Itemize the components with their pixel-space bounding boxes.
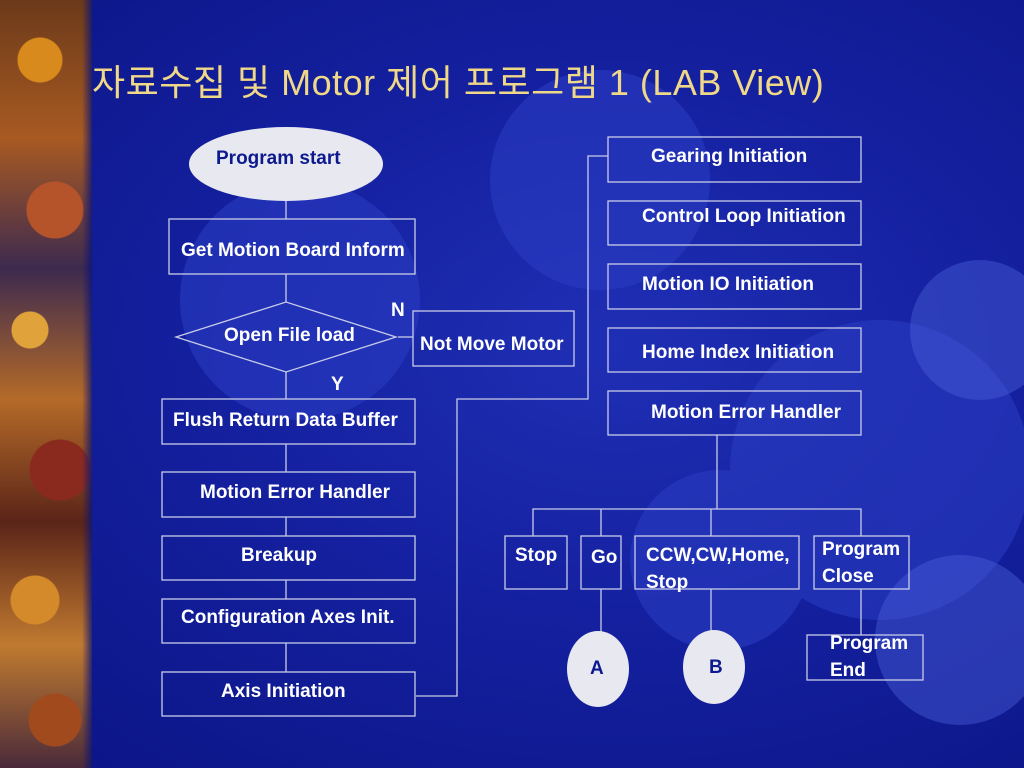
motion-io-init-label: Motion IO Initiation	[642, 274, 815, 295]
program-start-ellipse	[189, 127, 383, 201]
config-axes-label: Configuration Axes Init.	[181, 607, 395, 628]
flush-buffer-box	[161, 398, 416, 445]
go-label: Go	[591, 547, 618, 568]
connector-b-circle	[683, 630, 745, 704]
home-index-init-label: Home Index Initiation	[642, 342, 835, 363]
breakup-label: Breakup	[241, 545, 318, 566]
control-loop-init-label: Control Loop Initiation	[642, 206, 846, 227]
axis-init-label: Axis Initiation	[221, 681, 346, 702]
flow-line-to-gearing	[416, 155, 608, 697]
ccw-label-line2: Stop	[646, 572, 689, 593]
program-close-label-line1: Program	[822, 539, 901, 560]
config-axes-box	[161, 598, 416, 644]
connector-a-circle	[567, 631, 629, 707]
get-motion-board-box	[168, 218, 416, 275]
flow-line-branch-bar	[532, 508, 862, 536]
open-file-load-label: Open File load	[224, 325, 355, 346]
connector-a-label: A	[590, 658, 604, 679]
ccw-label-line1: CCW,CW,Home,	[646, 545, 790, 566]
stop-box	[504, 535, 568, 590]
axis-init-box	[161, 671, 416, 717]
ccw-box	[634, 535, 800, 590]
gearing-init-label: Gearing Initiation	[651, 146, 808, 167]
motion-error-handler-left-label: Motion Error Handler	[200, 482, 391, 503]
gear-shape	[180, 180, 420, 420]
motion-error-handler-left-box	[161, 471, 416, 518]
not-move-motor-label: Not Move Motor	[420, 334, 564, 355]
stop-label: Stop	[515, 545, 558, 566]
no-branch-label: N	[391, 300, 405, 321]
flush-buffer-label: Flush Return Data Buffer	[173, 410, 398, 431]
motion-error-handler-right-box	[607, 390, 862, 436]
connector-b-label: B	[709, 657, 723, 678]
breakup-box	[161, 535, 416, 581]
gear-shape	[875, 555, 1024, 725]
program-end-box	[806, 634, 924, 681]
motion-io-init-box	[607, 263, 862, 310]
program-end-label-line2: End	[830, 660, 866, 681]
motion-error-handler-right-label: Motion Error Handler	[651, 402, 842, 423]
program-end-label-line1: Program	[830, 633, 909, 654]
program-close-box	[813, 535, 910, 590]
home-index-init-box	[607, 327, 862, 373]
go-box	[580, 535, 622, 590]
gearing-init-box	[607, 136, 862, 183]
open-file-load-decision	[173, 301, 399, 373]
program-start-label: Program start	[216, 148, 341, 169]
control-loop-init-box	[607, 200, 862, 246]
yes-branch-label: Y	[331, 374, 344, 395]
program-close-label-line2: Close	[822, 566, 874, 587]
not-move-motor-box	[412, 310, 575, 367]
get-motion-board-label: Get Motion Board Inform	[181, 240, 405, 261]
gear-shape	[630, 470, 810, 650]
slide-title: 자료수집 및 Motor 제어 프로그램 1 (LAB View)	[92, 62, 825, 103]
gear-shape	[910, 260, 1024, 400]
gear-shape	[490, 70, 710, 290]
decorative-left-strip	[0, 0, 92, 768]
